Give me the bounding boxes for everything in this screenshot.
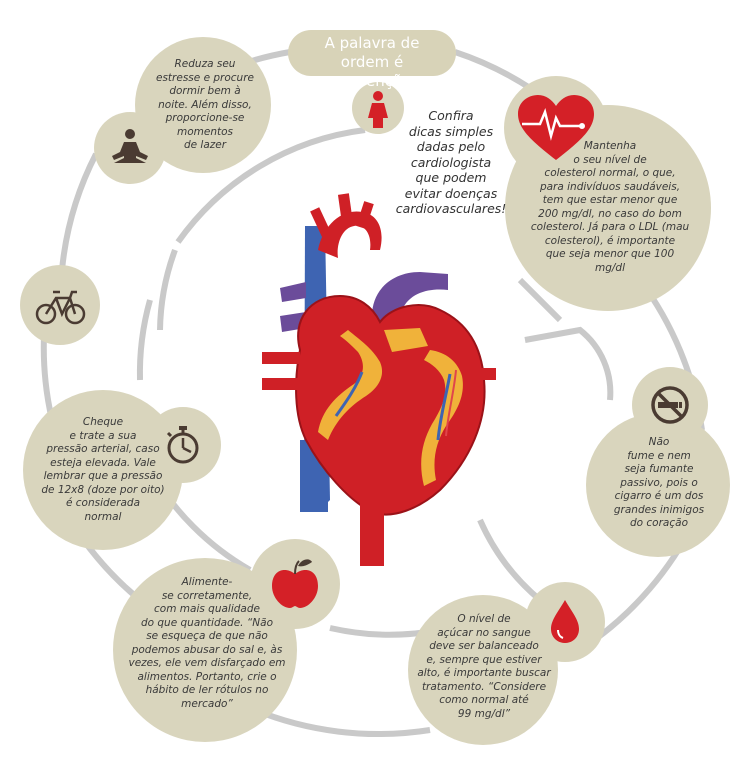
inner-ring — [175, 127, 366, 244]
stress-tip-text: Reduza seu estresse e procure dormir bem… — [156, 58, 254, 151]
intro-text: Confira dicas simples dadas pelo cardiol… — [395, 108, 507, 216]
coronary-artery-left — [334, 371, 364, 417]
apple-icon — [272, 559, 318, 608]
inner-ring-2 — [136, 299, 153, 381]
descending-aorta — [360, 480, 384, 566]
woman-icon — [368, 91, 388, 128]
inner-ring-6 — [157, 248, 178, 331]
aorta-branch-3 — [356, 201, 374, 229]
aorta-branch-2 — [337, 193, 354, 225]
no-smoking-icon — [651, 386, 689, 424]
inner-ring-8 — [517, 277, 563, 323]
meditation-icon — [112, 129, 148, 163]
cholesterol-tip-text: Mantenha o seu nível de colesterol norma… — [530, 140, 690, 274]
aorta-branch-1 — [310, 207, 332, 239]
outer-ring-left — [59, 152, 99, 271]
smoking-tip-text: Não fume e nem seja fumante passivo, poi… — [613, 436, 705, 529]
inner-ring-7 — [477, 518, 542, 603]
pressure-bubble — [23, 390, 183, 550]
coronary-fat-band — [318, 330, 383, 440]
title-pill — [288, 30, 456, 76]
coronary-fat-top — [384, 328, 428, 352]
pulmonary-vein-1 — [262, 352, 300, 364]
bicycle-icon-bubble — [20, 265, 100, 345]
blood-drop-icon — [551, 600, 579, 643]
coronary-artery-right — [436, 373, 452, 441]
coronary-artery-red — [445, 369, 457, 437]
outer-ring-left-lower — [40, 335, 55, 421]
stress-bubble — [135, 37, 271, 173]
diet-bubble — [113, 558, 297, 742]
bicycle-icon — [35, 290, 86, 325]
stopwatch-icon — [166, 426, 199, 464]
sugar-bubble — [408, 595, 558, 745]
outer-ring-bottom — [248, 705, 431, 738]
smoking-bubble — [586, 413, 730, 557]
sugar-tip-text: O nível de açúcar no sangue deve ser bal… — [417, 613, 551, 720]
pulmonary-branch-upper — [280, 282, 306, 302]
diet-tip-text: Alimente- se corretamente, com mais qual… — [128, 576, 286, 710]
outer-ring-top-right — [454, 49, 532, 91]
heart-illustration — [262, 193, 496, 566]
inner-ring-5 — [524, 326, 614, 401]
title-label: A palavra de ordem é prevenção — [324, 34, 420, 90]
pulmonary-vein-2 — [262, 378, 300, 390]
pulmonary-vein-3 — [478, 368, 496, 380]
pressure-tip-text: Cheque e trate a sua pressão arterial, c… — [41, 416, 165, 523]
heartbeat-icon — [518, 95, 594, 160]
heart-body — [295, 294, 486, 516]
